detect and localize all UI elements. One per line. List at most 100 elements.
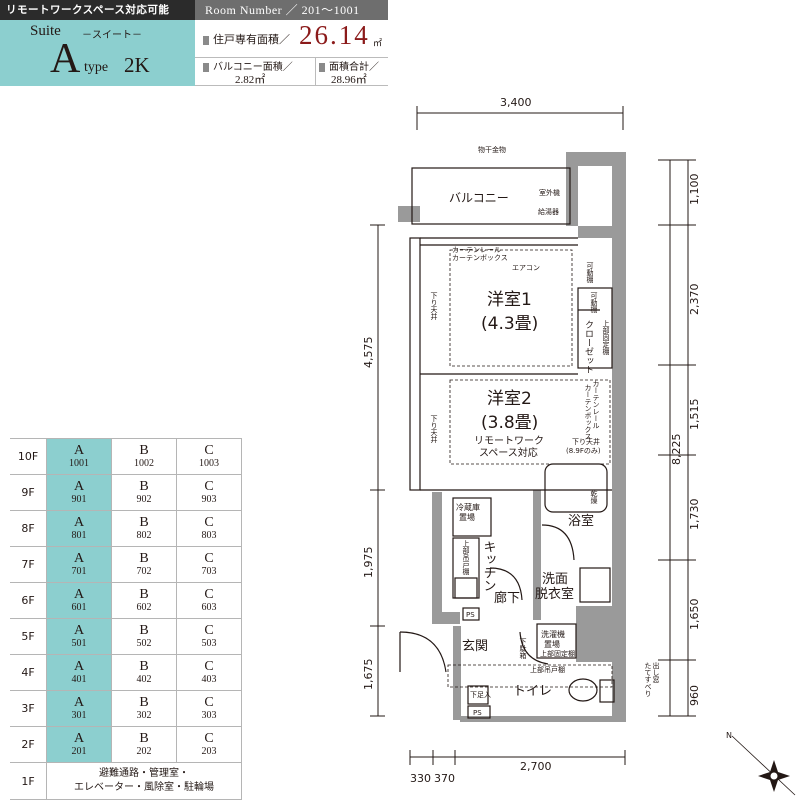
- unit-number: 901: [71, 493, 87, 505]
- unit-number: 602: [136, 601, 152, 613]
- unit-type-letter: A: [73, 622, 85, 638]
- note-closet: クローゼット: [583, 320, 594, 374]
- note-upper-fixed-shelf: 上部固定棚: [602, 319, 610, 356]
- unit-number: 801: [71, 529, 87, 541]
- unit-number: 1003: [199, 457, 219, 469]
- note-lowered-ceiling3-note: (8.9Fのみ): [566, 447, 601, 455]
- unit-type-letter: C: [204, 658, 214, 674]
- unit-type-letter: B: [139, 550, 149, 566]
- balcony-area-value: 2.82㎡: [235, 74, 266, 86]
- dim-right1: 1,100: [688, 174, 701, 206]
- toilet-outline: [568, 678, 598, 702]
- note-pull-out2: 出し窓: [652, 661, 660, 683]
- unit-number: 903: [201, 493, 217, 505]
- total-area-value: 28.96㎡: [331, 74, 367, 86]
- unit-type-letter: A: [73, 658, 85, 674]
- unit-number: 603: [201, 601, 217, 613]
- washer-outline: [536, 623, 577, 659]
- unit-type-letter: B: [139, 730, 149, 746]
- note-washer1: 洗濯機: [541, 629, 565, 639]
- unit-type-letter: A: [73, 478, 85, 494]
- area-row: 住戸専有面積／: [203, 31, 290, 47]
- room-toilet: トイレ: [513, 684, 552, 699]
- wall: [576, 606, 612, 662]
- promo-banner: リモートワークスペース対応可能: [0, 0, 195, 20]
- unit-number: 703: [201, 565, 217, 577]
- dim-right5: 1,650: [688, 599, 701, 631]
- unit-type-letter: A: [73, 586, 85, 602]
- door-swing: [519, 631, 549, 665]
- unit-type-letter: A: [73, 442, 85, 458]
- unit-type-letter: C: [204, 442, 214, 458]
- room-balcony: バルコニー: [449, 191, 509, 205]
- remote-line2: スペース対応: [479, 446, 538, 459]
- note-curtain-box: カーテンボックス: [452, 254, 508, 262]
- balcony-outline: [411, 167, 571, 225]
- ground-floor-note-line2: エレベーター・風除室・駐輪場: [74, 782, 214, 793]
- unit-type-letter: B: [139, 622, 149, 638]
- note-under-floor: 下足入: [470, 691, 491, 699]
- stove-outline: [454, 577, 478, 599]
- dim-left-upper: 4,575: [362, 337, 375, 369]
- room-kitchen: キッチン: [481, 540, 496, 592]
- floor-label: 7F: [10, 546, 47, 583]
- note-movable-shelf1: 可動棚: [586, 262, 594, 284]
- unit-number: 803: [201, 529, 217, 541]
- unit-type-letter: A: [73, 694, 85, 710]
- floor-label: 1F: [10, 762, 47, 800]
- door-swing: [489, 567, 523, 601]
- room-corridor: 廊下: [494, 590, 520, 606]
- ps-box: [467, 705, 491, 719]
- unit-number: 502: [136, 637, 152, 649]
- wall: [566, 152, 578, 226]
- bullet-square-icon: [319, 62, 325, 72]
- total-area-label-row: 面積合計／: [319, 58, 379, 73]
- floor-label: 6F: [10, 582, 47, 619]
- walls: [398, 152, 626, 722]
- dim-total-right: 8,225: [670, 434, 683, 466]
- unit-type-letter: C: [204, 694, 214, 710]
- unit-type-letter: C: [204, 478, 214, 494]
- bullet-square-icon: [203, 62, 209, 72]
- room-western1-size: (4.3畳): [481, 314, 538, 334]
- note-curtain-rail: カーテンレール: [452, 246, 501, 254]
- unit-type-letter: C: [204, 550, 214, 566]
- unit-type-letter: B: [139, 442, 149, 458]
- unit-type-letter: C: [204, 586, 214, 602]
- ps-box: [462, 607, 480, 621]
- total-area-label: 面積合計／: [329, 62, 379, 73]
- dim-right6: 960: [688, 685, 701, 706]
- dim-right3: 1,515: [688, 399, 701, 431]
- unit-type-letter: B: [139, 514, 149, 530]
- floor-label: 8F: [10, 510, 47, 547]
- note-outdoor-unit: 室外機: [539, 188, 560, 197]
- note-drying-rack: 物干金物: [478, 145, 506, 154]
- unit-number: 701: [71, 565, 87, 577]
- lowered-ceiling-outline: [449, 379, 611, 465]
- unit-number: 301: [71, 709, 87, 721]
- suite-label: Suite: [30, 23, 61, 39]
- note-upper-cabinet: 上部吊戸棚: [462, 539, 470, 576]
- unit-type-letter: C: [204, 514, 214, 530]
- dim-right4: 1,730: [688, 499, 701, 531]
- unit-number: 203: [201, 745, 217, 757]
- wall: [578, 226, 612, 238]
- unit-number: 702: [136, 565, 152, 577]
- lowered-ceiling-outline: [449, 249, 573, 367]
- door-swing: [399, 631, 447, 673]
- wall: [460, 716, 626, 722]
- suite-kana: －スイート－: [82, 30, 142, 41]
